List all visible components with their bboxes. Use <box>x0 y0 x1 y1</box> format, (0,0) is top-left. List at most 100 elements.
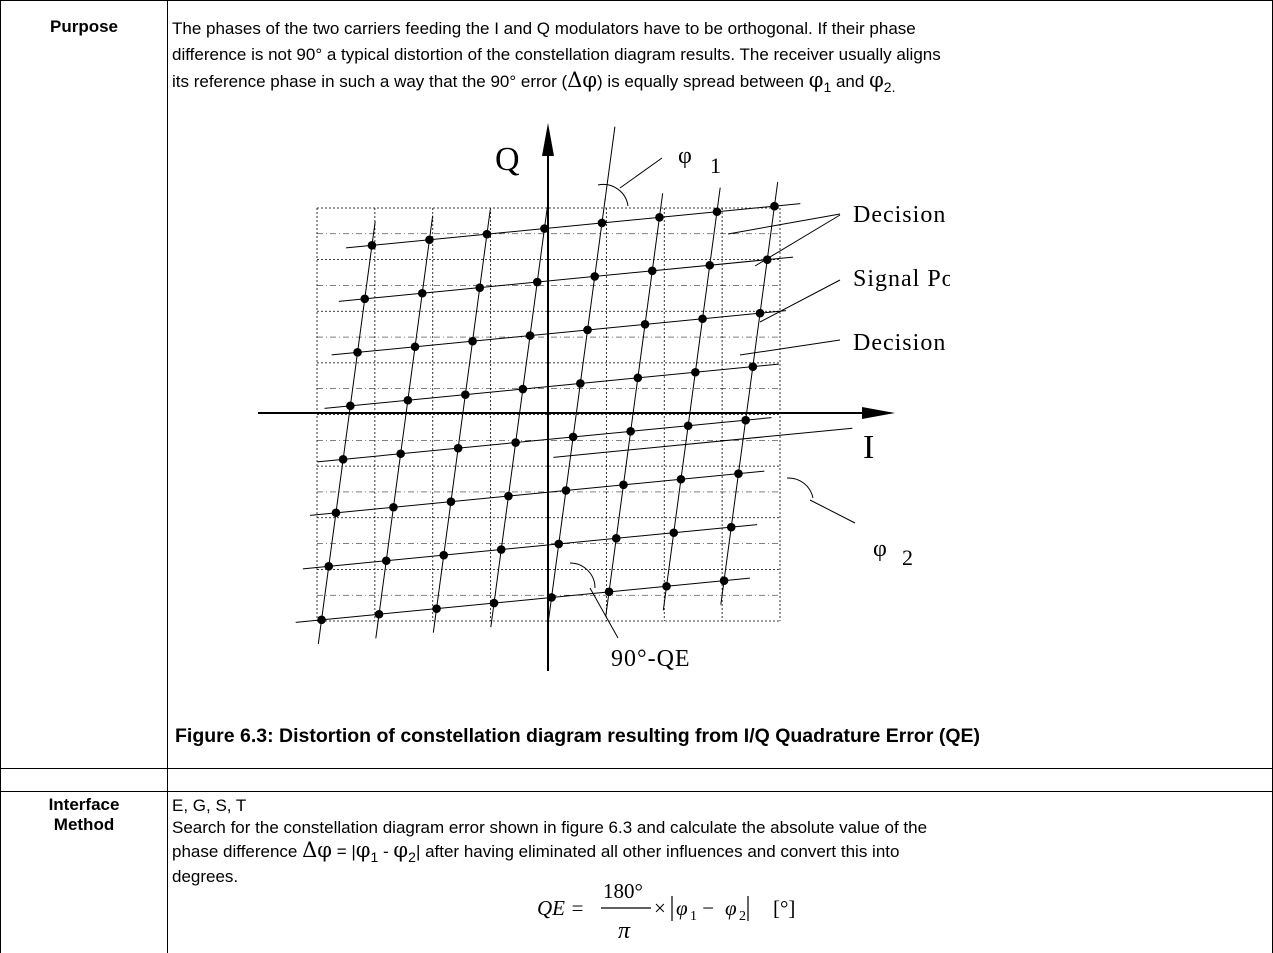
signal-point <box>432 604 441 613</box>
signal-point <box>453 443 463 453</box>
signal-point <box>317 615 326 625</box>
signal-point <box>554 539 564 549</box>
signal-point <box>633 373 643 383</box>
signal-point <box>461 390 470 399</box>
signal-point <box>540 224 549 233</box>
signal-point <box>547 593 556 602</box>
qe-formula: QE = 180° π × φ 1 − φ 2 [°] <box>537 879 795 944</box>
signal-point <box>669 528 679 538</box>
signal-point <box>367 241 377 250</box>
method-line-2: phase difference Δφ = |φ1 - φ2| after ha… <box>172 838 899 870</box>
i-axis-arrowhead <box>862 407 895 419</box>
phi-subscript: 1 <box>370 849 379 866</box>
figure-caption: Figure 6.3: Distortion of constellation … <box>175 725 981 747</box>
signal-point <box>683 421 693 431</box>
lattice-row-extension <box>553 427 853 458</box>
signal-point <box>468 336 477 346</box>
purpose-line-3-middle: ) is equally spread between <box>597 72 809 91</box>
signal-point <box>691 367 700 377</box>
phi1-label: φ <box>678 143 692 169</box>
signal-points <box>317 201 779 625</box>
signal-point <box>360 294 370 304</box>
signal-point-label: Signal Point <box>853 266 950 292</box>
signal-point <box>662 581 671 591</box>
interface-label: Interface <box>48 795 120 814</box>
phi-subscript: 1 <box>823 79 832 96</box>
signal-point <box>647 266 657 276</box>
lattice-row-line <box>338 256 794 302</box>
phi-subscript: 2. <box>883 79 896 96</box>
method-line-3: degrees. <box>172 867 239 886</box>
formula-denominator: π <box>618 918 631 944</box>
phi-symbol: φ1 <box>809 68 832 96</box>
phi1-subscript: 1 <box>710 153 721 178</box>
lattice-row-line <box>295 577 750 623</box>
decision-boundary-box-leader <box>739 339 841 356</box>
signal-point <box>417 288 427 298</box>
decision-boundary-leader <box>754 214 841 267</box>
column-divider <box>167 0 168 953</box>
signal-point <box>712 207 722 217</box>
lattice-row-line <box>324 363 779 409</box>
q-axis-label: Q <box>495 141 520 178</box>
method-label: Method <box>53 815 115 834</box>
lattice-row-line <box>317 417 772 463</box>
qe-label: 90°-QE <box>611 646 691 672</box>
decision-boundary-leader <box>727 213 841 235</box>
iq-axes <box>258 123 895 671</box>
signal-point <box>583 325 592 335</box>
signal-point <box>489 598 499 608</box>
signal-point <box>410 342 420 352</box>
signal-point <box>734 469 743 478</box>
formula-phi1: φ <box>676 896 688 920</box>
formula-unit: [°] <box>773 896 795 920</box>
formula-numerator: 180° <box>603 879 643 903</box>
distorted-lattice-lines <box>295 126 853 644</box>
row-divider <box>0 791 1273 792</box>
phi-symbol: φ1 <box>355 838 379 866</box>
signal-point <box>525 331 535 340</box>
lattice-column-line <box>605 193 664 616</box>
delta-phi-symbol: Δφ <box>302 838 332 862</box>
signal-point <box>439 550 449 560</box>
lattice-row-line <box>346 203 801 249</box>
purpose-line-3-start: its reference phase in such a way that t… <box>172 72 568 91</box>
signal-point <box>741 415 750 425</box>
signal-point <box>640 320 650 329</box>
i-axis-label: I <box>863 429 874 466</box>
signal-point <box>482 229 492 239</box>
phi-glyph: φ <box>355 838 371 862</box>
phi-symbol: φ2. <box>869 68 896 96</box>
method-eq-open: = | <box>332 842 356 861</box>
signal-point <box>331 508 341 518</box>
qe-arc <box>569 562 596 589</box>
signal-point <box>626 427 635 436</box>
signal-point <box>604 587 614 597</box>
signal-point <box>611 534 621 543</box>
signal-point <box>698 314 707 324</box>
signal-point <box>353 348 362 357</box>
signal-point <box>726 522 736 532</box>
phi2-leader <box>809 499 856 524</box>
formula-minus: − <box>697 896 719 920</box>
formula-lhs: QE = <box>537 896 584 920</box>
signal-point <box>403 395 413 405</box>
formula-times: × <box>654 896 666 920</box>
signal-point <box>719 576 729 585</box>
signal-point <box>346 401 355 411</box>
signal-point <box>568 432 578 442</box>
signal-point <box>755 308 765 318</box>
lattice-column-line <box>720 182 779 605</box>
signal-point <box>532 277 542 287</box>
signal-point <box>590 272 600 281</box>
signal-point <box>504 491 513 501</box>
signal-point <box>748 362 758 371</box>
signal-point <box>425 235 434 245</box>
signal-point <box>511 438 520 447</box>
lattice-column-line <box>547 198 606 622</box>
table-top-border <box>0 0 1273 1</box>
lattice-row-line <box>331 310 786 356</box>
interface-value: E, G, S, T <box>172 796 247 815</box>
signal-point <box>324 562 334 571</box>
lattice-column-line <box>432 210 491 633</box>
